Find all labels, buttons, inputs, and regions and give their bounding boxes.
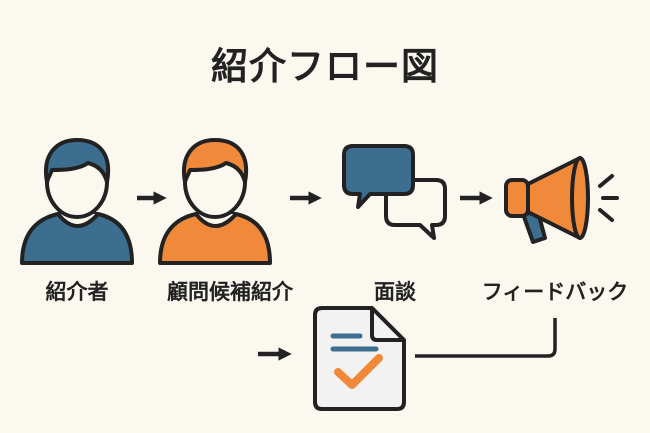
flow-arrows <box>137 191 493 361</box>
feedback-connector <box>415 318 557 358</box>
megaphone-icon <box>504 156 619 244</box>
document-check-icon <box>313 306 406 411</box>
step-label-advisor-candidate: 顧問候補紹介 <box>167 280 293 304</box>
step-label-feedback: フィードバック <box>481 280 629 304</box>
chat-bubbles-icon <box>342 144 447 240</box>
step-label-referrer: 紹介者 <box>45 280 109 304</box>
person-icon-advisor-candidate <box>158 138 272 265</box>
step-label-interview: 面談 <box>374 280 416 304</box>
page-title: 紹介フロー図 <box>211 45 439 88</box>
person-icon-referrer <box>20 138 134 265</box>
